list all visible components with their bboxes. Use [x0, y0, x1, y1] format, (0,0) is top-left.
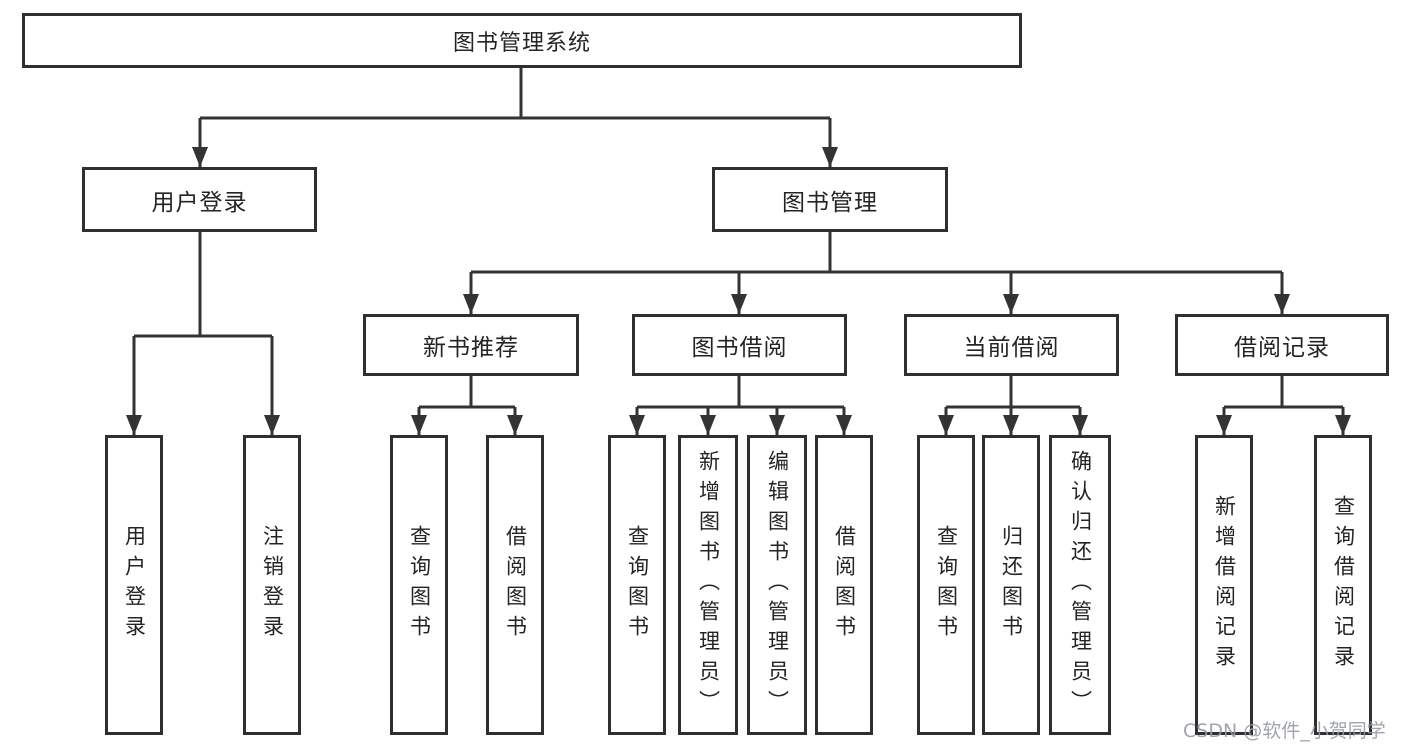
node-label: 用户登录	[151, 189, 248, 216]
node-current-borrowing: 当前借阅	[904, 314, 1119, 376]
leaf-nb-borrow-books: 借阅图书	[486, 435, 544, 735]
leaf-label: 确认归还（管理员）	[1068, 450, 1093, 720]
node-library-system: 图书管理系统	[22, 13, 1022, 68]
leaf-label: 归还图书	[999, 525, 1024, 645]
leaf-label: 用户登录	[122, 525, 147, 645]
leaf-cb-return-books: 归还图书	[982, 435, 1040, 735]
watermark: CSDN @软件_小贺同学	[1183, 720, 1386, 742]
connector-records-rail	[1224, 376, 1343, 409]
leaf-label: 新增借阅记录	[1212, 495, 1237, 675]
connector-bookborrow-rail	[637, 376, 844, 409]
leaf-cb-confirm-return-admin: 确认归还（管理员）	[1049, 435, 1111, 735]
node-borrowing-records: 借阅记录	[1175, 314, 1389, 376]
leaf-bb-add-books-admin: 新增图书（管理员）	[678, 435, 738, 735]
node-label: 新书推荐	[423, 335, 519, 361]
leaf-label: 新增图书（管理员）	[696, 450, 721, 720]
node-label: 图书管理系统	[452, 30, 591, 56]
leaf-cb-query-books: 查询图书	[917, 435, 975, 735]
node-new-book-recommend: 新书推荐	[363, 314, 579, 376]
connector-userlogin-rail	[134, 232, 272, 338]
node-label: 借阅记录	[1234, 335, 1330, 361]
leaf-bb-query-books: 查询图书	[608, 435, 666, 735]
leaf-label: 查询图书	[625, 525, 650, 645]
leaf-bb-edit-books-admin: 编辑图书（管理员）	[747, 435, 807, 735]
connector-currentborrow-rail	[946, 376, 1080, 409]
node-label: 图书管理	[782, 189, 878, 216]
node-label: 图书借阅	[691, 335, 788, 361]
node-label: 当前借阅	[963, 335, 1060, 361]
leaf-logout-login: 注销登录	[243, 435, 301, 735]
leaf-nb-query-books: 查询图书	[390, 435, 448, 735]
leaf-label: 查询图书	[407, 525, 432, 645]
leaf-label: 借阅图书	[503, 525, 528, 645]
node-book-management: 图书管理	[712, 167, 948, 232]
leaf-label: 借阅图书	[832, 525, 857, 645]
leaf-br-add-record: 新增借阅记录	[1195, 435, 1253, 735]
leaf-br-query-record: 查询借阅记录	[1314, 435, 1372, 735]
connector-root-rail	[200, 68, 830, 120]
leaf-bb-borrow-books: 借阅图书	[815, 435, 873, 735]
leaf-label: 注销登录	[260, 525, 285, 645]
connector-newbooks-rail	[419, 376, 515, 409]
node-book-borrowing: 图书借阅	[632, 314, 847, 376]
leaf-user-login: 用户登录	[105, 435, 163, 735]
leaf-label: 查询图书	[934, 525, 959, 645]
node-user-login: 用户登录	[82, 167, 317, 232]
connector-bookmgmt-rail	[471, 232, 1282, 274]
leaf-label: 查询借阅记录	[1331, 495, 1356, 675]
leaf-label: 编辑图书（管理员）	[765, 450, 790, 720]
